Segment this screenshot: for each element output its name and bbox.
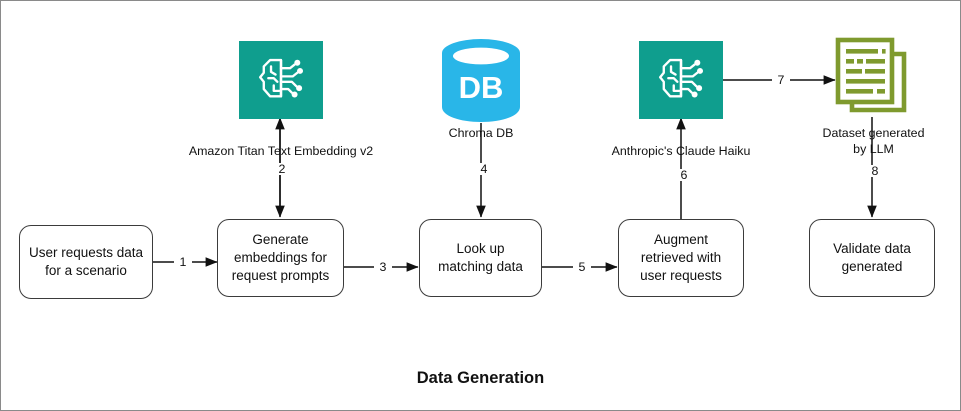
ai-brain-circuit-icon [239, 41, 323, 119]
icon-dataset-llm [834, 36, 912, 118]
ai-brain-circuit-glyph [258, 58, 304, 98]
diagram-title: Data Generation [416, 369, 545, 387]
edge-label-6: 6 [675, 169, 693, 181]
process-box-user-request-label: User requests data for a scenario [28, 245, 144, 278]
icon-chroma-db: DB [435, 36, 527, 124]
edge-label-4: 4 [475, 163, 493, 175]
process-box-validate-data[interactable]: Validate data generated [809, 219, 935, 297]
database-cylinder-icon: DB [442, 39, 520, 122]
edge-label-1: 1 [174, 256, 192, 268]
database-icon-text: DB [459, 70, 504, 105]
process-box-generate-embeddings[interactable]: Generate embeddings for request prompts [217, 219, 344, 297]
edge-label-5: 5 [573, 261, 591, 273]
edge-label-8: 8 [866, 165, 884, 177]
caption-titan-embedding: Amazon Titan Text Embedding v2 [188, 144, 374, 158]
process-box-validate-data-label: Validate data generated [833, 241, 911, 274]
process-box-user-request[interactable]: User requests data for a scenario [19, 225, 153, 299]
process-box-lookup-matching[interactable]: Look up matching data [419, 219, 542, 297]
edge-label-7: 7 [772, 74, 790, 86]
caption-dataset-llm: Dataset generated by LLM [822, 126, 925, 156]
document-stack-icon [835, 37, 907, 113]
process-box-augment-retrieved[interactable]: Augment retrieved with user requests [618, 219, 744, 297]
caption-chroma-db: Chroma DB [448, 126, 514, 140]
process-box-generate-embeddings-label: Generate embeddings for request prompts [231, 232, 330, 283]
icon-claude-haiku [639, 41, 723, 119]
edge-label-2: 2 [273, 163, 291, 175]
caption-claude-haiku: Anthropic's Claude Haiku [611, 144, 751, 158]
ai-brain-circuit-glyph [658, 58, 704, 98]
process-box-lookup-matching-label: Look up matching data [438, 241, 523, 274]
ai-brain-circuit-icon [639, 41, 723, 119]
edge-label-3: 3 [374, 261, 392, 273]
icon-titan-embedding [239, 41, 323, 119]
process-box-augment-retrieved-label: Augment retrieved with user requests [640, 232, 722, 283]
